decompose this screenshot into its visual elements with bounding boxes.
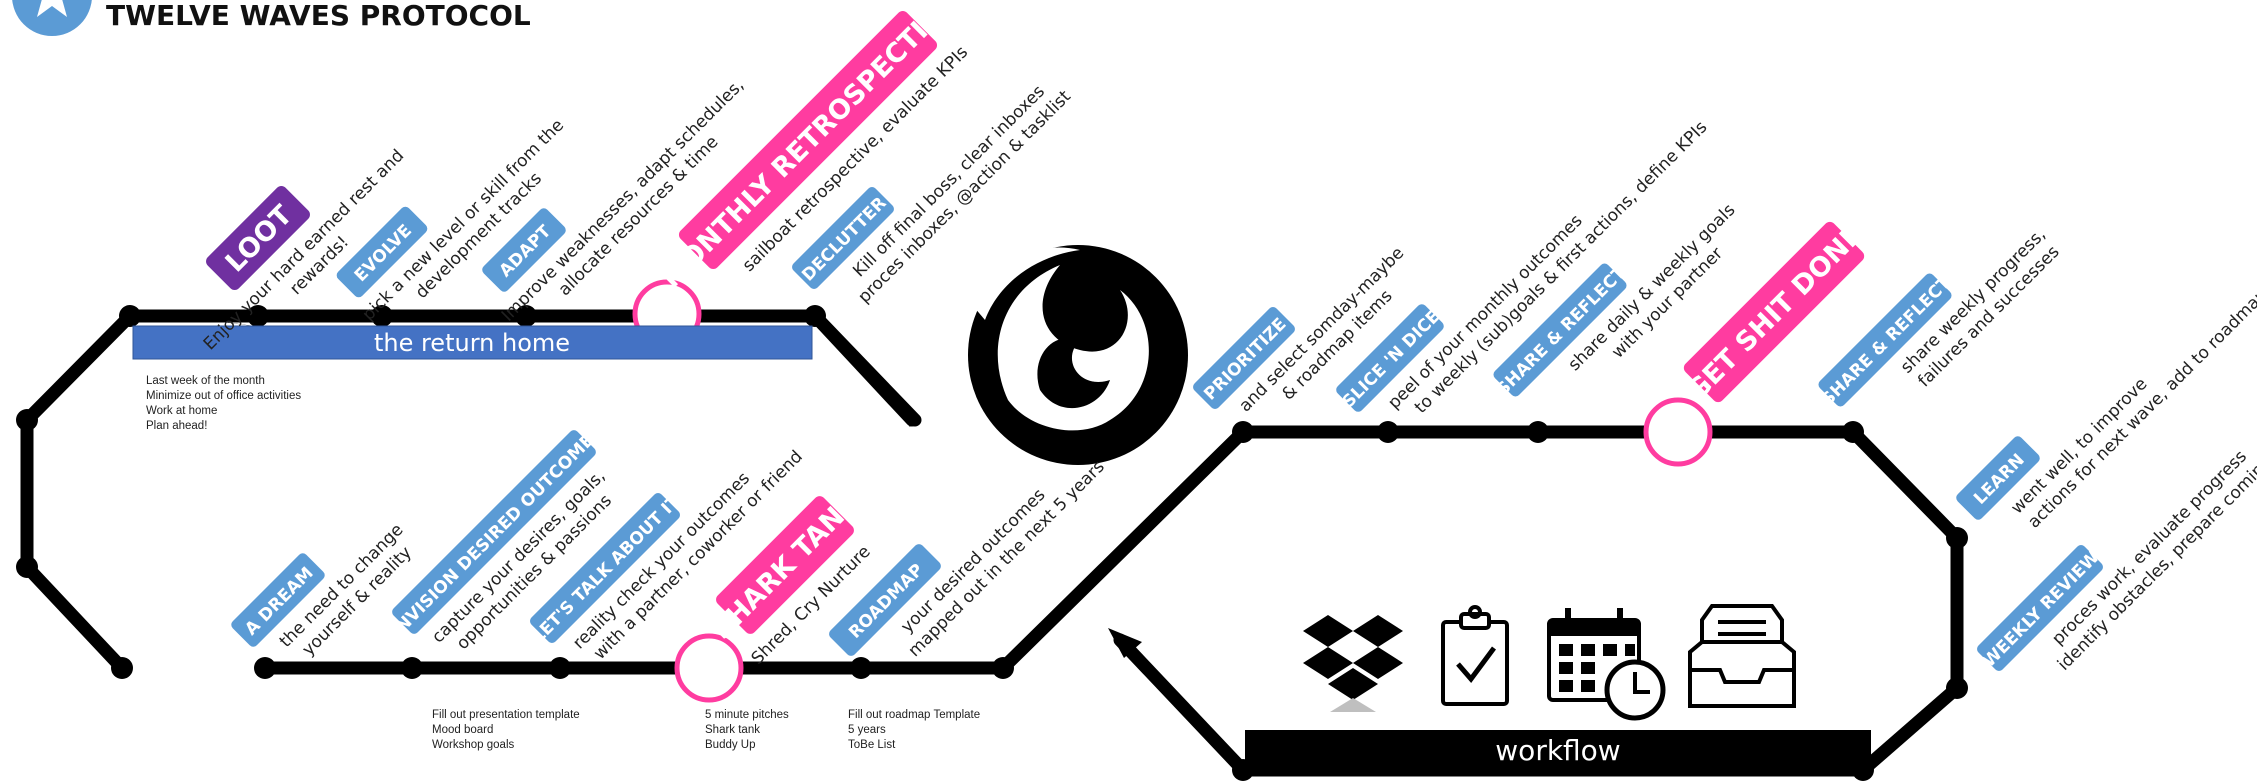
note-roadmap: ToBe List [848,739,896,751]
note-lets-talk: Mood board [432,724,493,736]
return-home-note: Minimize out of office activities [146,390,301,402]
return-home-note: Plan ahead! [146,420,207,432]
return-home-bar [132,325,813,360]
tag-loot [206,186,310,290]
calendar-clock-icon [1547,608,1666,721]
clipboard-check-icon [1441,605,1509,706]
tag-a-dream [231,553,325,647]
dropbox-icon [1303,615,1403,712]
tag-shark-tank [716,496,854,634]
tag-lets-talk [529,492,681,644]
page-title: TWELVE WAVES PROTOCOL [106,0,531,32]
tag-evolve [336,206,428,298]
tag-share-reflect-2 [1818,273,1952,407]
note-shark-tank: Buddy Up [705,739,756,751]
inbox-tray-icon [1688,604,1796,708]
desc-adapt: Improve weaknesses, adapt schedules, [498,75,748,325]
note-shark-tank: 5 minute pitches [705,709,789,721]
star-icon [37,0,67,17]
tag-prioritize [1193,307,1295,409]
tag-get-shit-done [1683,221,1865,403]
note-roadmap: Fill out roadmap Template [848,709,980,721]
workflow-arrow-head [1108,628,1142,658]
note-roadmap: 5 years [848,724,886,736]
return-home-note: Work at home [146,405,217,417]
tag-envision [392,430,596,634]
tag-declutter [792,187,894,289]
wave-emblem-icon [968,245,1188,465]
return-home: the return home Last week of the month M… [132,325,813,432]
desc-declutter: Kill off final boss, clear inboxes [849,82,1049,282]
station-shark-tank [674,633,744,703]
desc-share-reflect-2: failures and successes [1914,242,2063,391]
header: TWELVE WAVES PROTOCOL [12,0,531,36]
tag-learn [1956,436,2040,520]
stations [16,305,1968,781]
bottom-notes: Fill out presentation template Mood boar… [432,709,980,751]
tag-monthly-retrospective [678,10,938,270]
tag-slice-n-dice [1336,304,1444,412]
station-get-shit-done [1643,397,1713,467]
tag-share-reflect-1 [1493,263,1627,397]
tag-adapt [482,208,566,292]
note-lets-talk: Workshop goals [432,739,514,751]
workflow: workflow [1245,604,1871,772]
return-home-label: the return home [374,329,570,357]
workflow-label: workflow [1495,734,1620,767]
logo-circle [12,0,92,36]
tag-weekly-review [1977,545,2103,671]
tag-roadmap [829,544,941,656]
note-lets-talk: Fill out presentation template [432,709,580,721]
return-home-note: Last week of the month [146,375,265,387]
lower-tags: A DREAM the need to change yourself & re… [231,422,1109,669]
workflow-bar [1245,730,1871,772]
note-shark-tank: Shark tank [705,724,760,736]
